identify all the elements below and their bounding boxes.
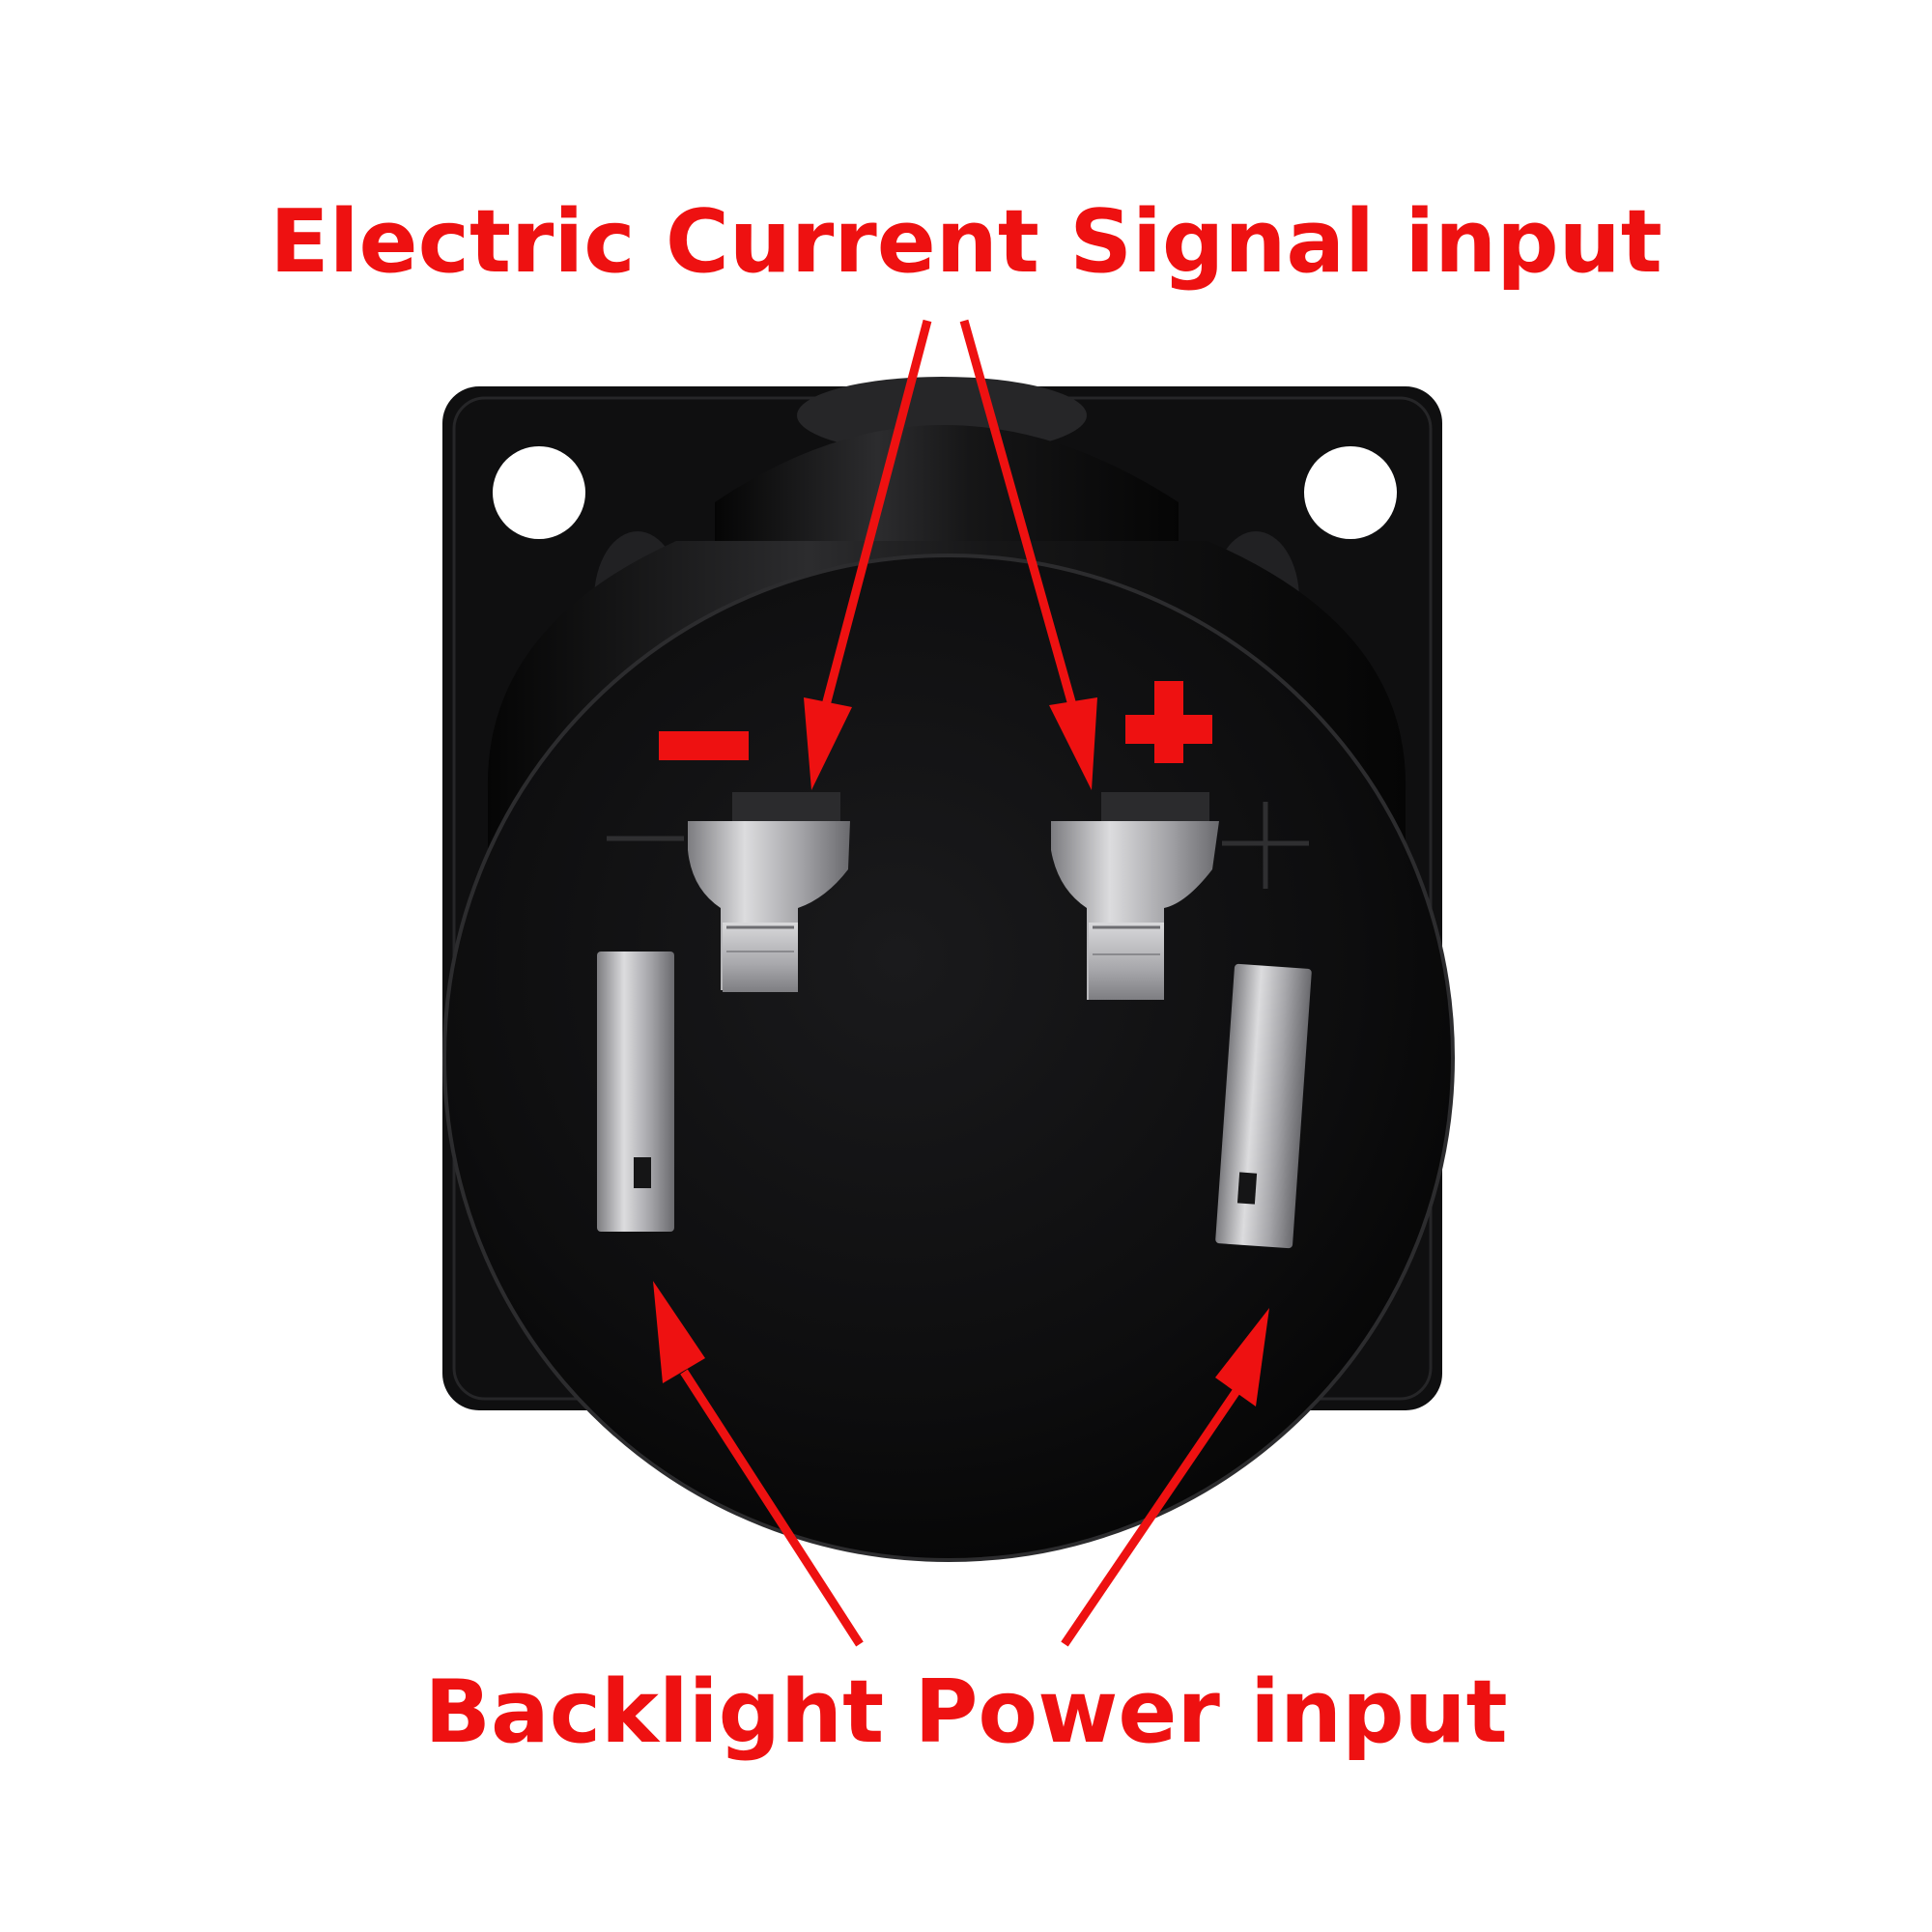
arrow-icon [1061,1308,1269,1647]
signal-input-label: Electric Current Signal input [270,191,1662,293]
backlight-input-label: Backlight Power input [424,1662,1508,1763]
arrow-icon [959,319,1097,790]
mounting-hole [1304,446,1397,539]
arrow-icon [653,1281,864,1647]
signal-terminal-minus [688,792,850,992]
plus-sign-mark [1125,681,1212,763]
signal-terminal-plus [1051,792,1219,1000]
mounting-hole [493,446,585,539]
embossed-plus-mark [1222,802,1309,889]
arrow-icon [804,319,932,790]
minus-sign-mark [659,731,749,760]
backlight-pin-left [597,952,674,1232]
backlight-pin-right [1215,963,1312,1249]
